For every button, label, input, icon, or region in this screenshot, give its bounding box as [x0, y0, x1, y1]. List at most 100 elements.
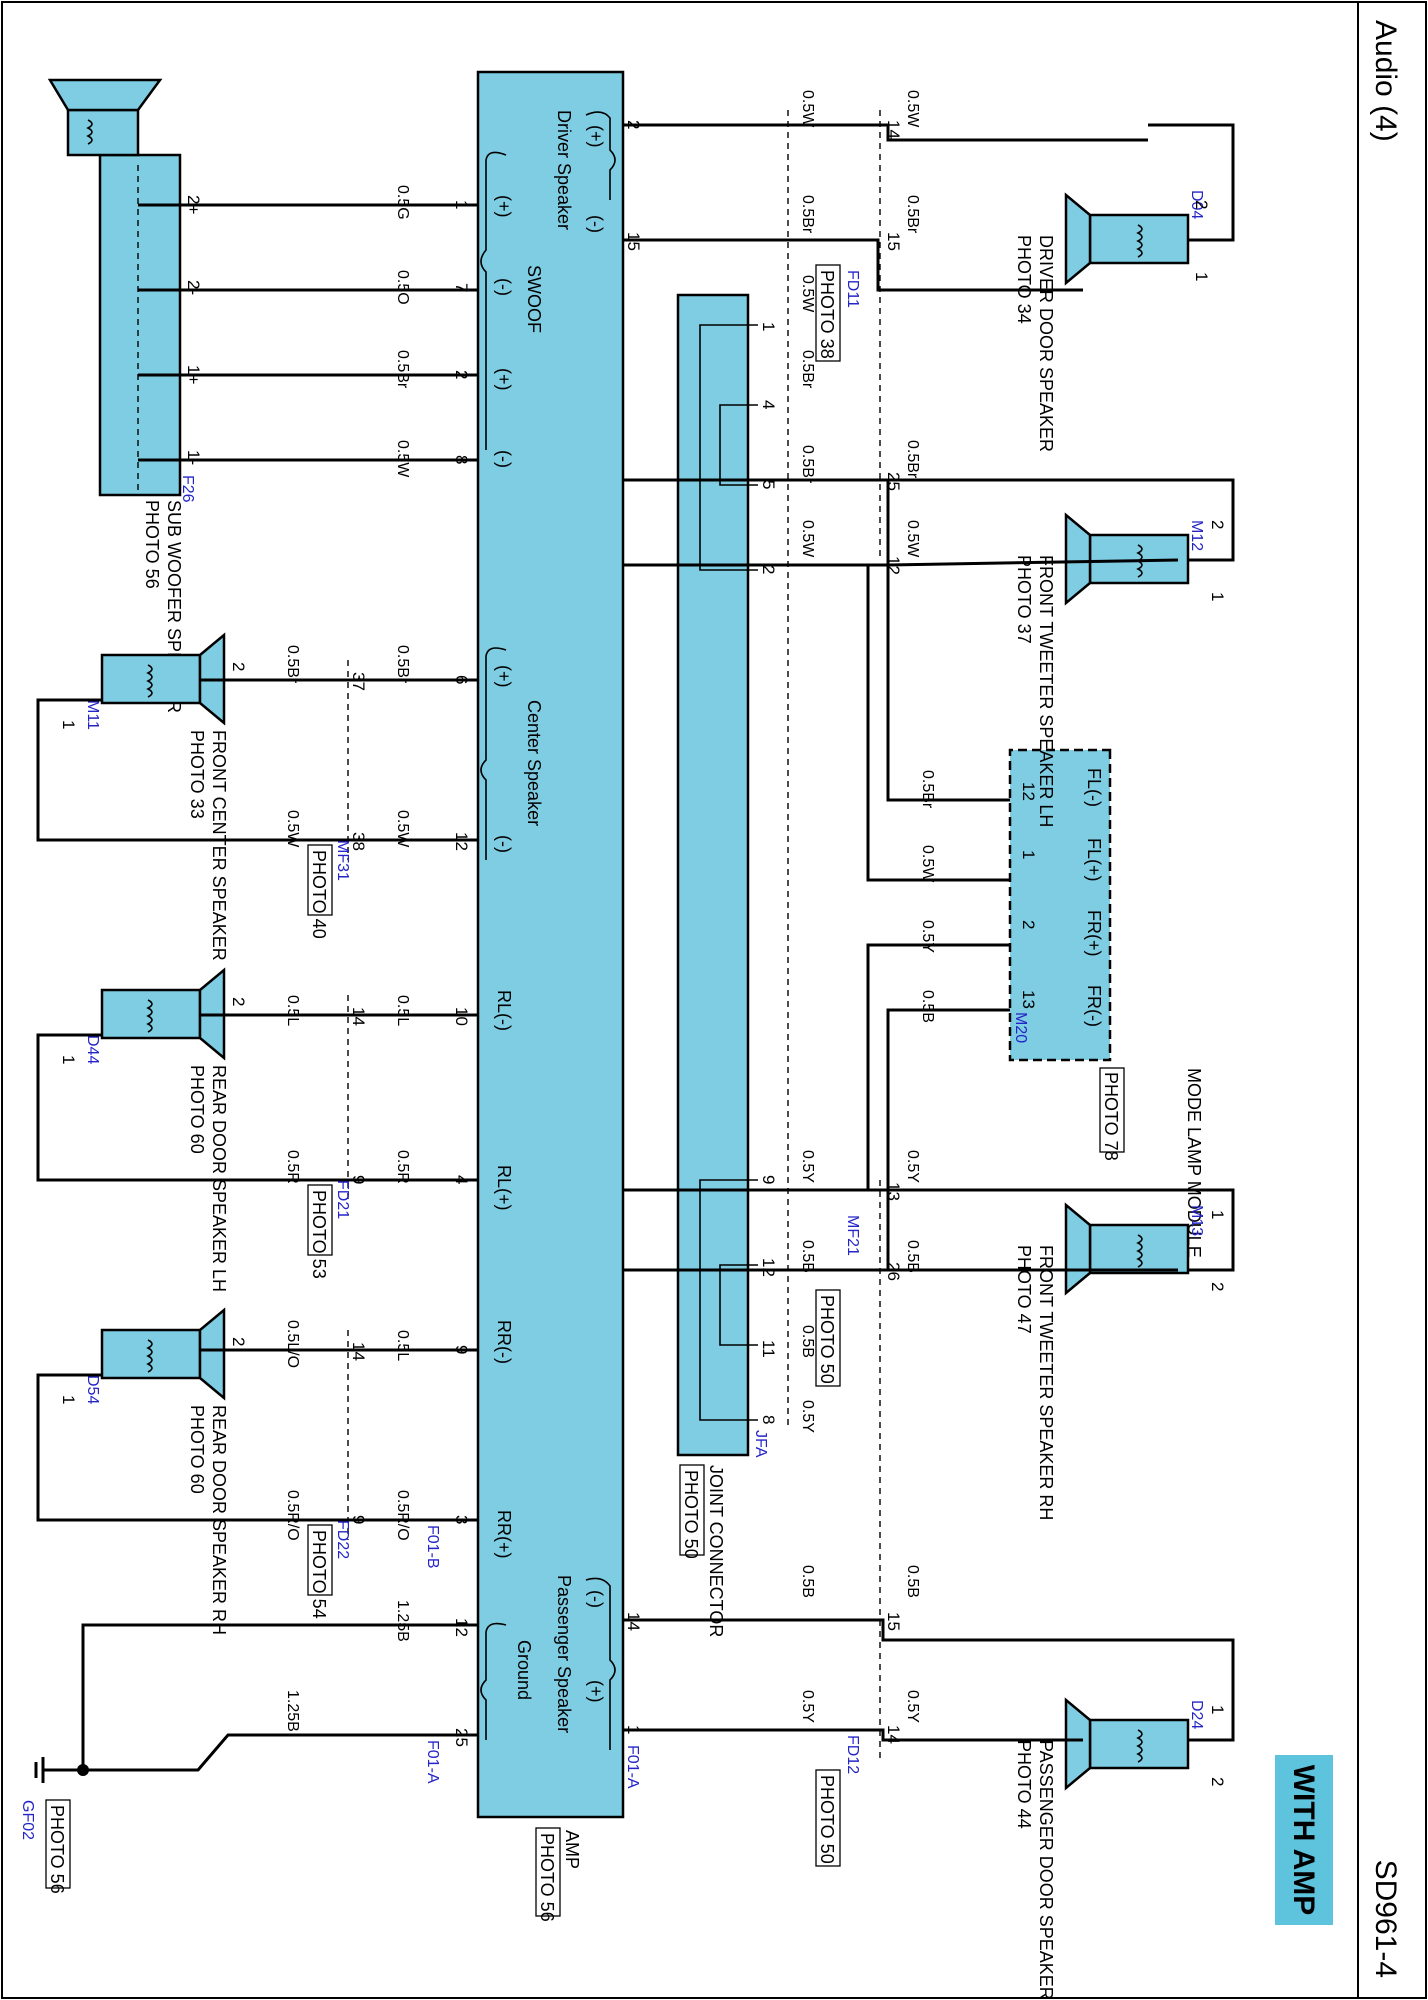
svg-text:PHOTO 60: PHOTO 60	[187, 1065, 207, 1154]
fd22-photo: PHOTO 54	[309, 1530, 329, 1619]
inline-pin: 26	[884, 1262, 903, 1281]
svg-text:D04: D04	[1188, 190, 1205, 219]
svg-text:PHOTO 37: PHOTO 37	[1014, 555, 1034, 644]
svg-text:PHOTO 56: PHOTO 56	[47, 1805, 67, 1894]
wire	[36, 698, 478, 842]
driver-door-speaker: DRIVER DOOR SPEAKER PHOTO 34 D04	[1014, 190, 1205, 452]
inline-pin: 9	[349, 1175, 368, 1184]
speaker-pin: 1	[59, 720, 78, 729]
svg-text:FRONT TWEETER SPEAKER RH: FRONT TWEETER SPEAKER RH	[1036, 1245, 1056, 1520]
wire-color: 0.5W	[799, 90, 816, 128]
mode-lamp-pin-label: FR(+)	[1084, 910, 1104, 957]
wire-color: 0.5W	[904, 90, 921, 128]
wire-color: 0.5Br	[799, 350, 816, 389]
joint-pin: 2	[759, 565, 778, 574]
amp-pin: 4	[452, 1175, 471, 1184]
wire-color: 0.5G	[394, 185, 411, 220]
speaker-pin: 2	[229, 997, 248, 1006]
inline-pin: 15	[884, 1612, 903, 1631]
svg-text:GF02: GF02	[19, 1800, 36, 1840]
wire-color: 0.5L	[284, 995, 301, 1026]
inline-pin: 13	[884, 1182, 903, 1201]
mf21-photo-box	[815, 1289, 841, 1387]
inline-pin: 15	[884, 232, 903, 251]
amp-pin: 12	[452, 1618, 471, 1637]
wire-color: 0.5B	[904, 1240, 921, 1273]
wire-color: 0.5B	[919, 990, 936, 1023]
wire-color: 0.5Br	[919, 770, 936, 809]
front-tweeter-speaker-rh: FRONT TWEETER SPEAKER RH PHOTO 47 M13	[1014, 1202, 1205, 1520]
wire	[623, 1618, 1138, 1642]
mode-lamp-pin: 13	[1019, 990, 1038, 1009]
svg-text:F26: F26	[179, 475, 196, 503]
wire	[1178, 478, 1235, 562]
wire-color: 0.5R/O	[284, 1490, 301, 1541]
amp-pin: 9	[452, 1345, 471, 1354]
wire-color: 0.5Br	[799, 195, 816, 234]
mode-lamp-name: MODE LAMP MODULE	[1184, 1068, 1204, 1258]
joint-pin: 8	[759, 1415, 778, 1424]
svg-text:PHOTO 44: PHOTO 44	[1014, 1740, 1034, 1829]
wire-color: 0.5W	[284, 810, 301, 848]
wire-color: 0.5Y	[799, 1690, 816, 1723]
svg-text:1-: 1-	[184, 450, 203, 465]
amp-connector: F01-A	[424, 1740, 441, 1784]
speaker-pin: 1	[1192, 272, 1211, 281]
inline-pin: 14	[349, 1342, 368, 1361]
wire-color: 0.5R	[284, 1150, 301, 1184]
wire	[1178, 1188, 1235, 1272]
wire-color: 0.5W	[799, 275, 816, 313]
amp-photo: PHOTO 56	[537, 1833, 557, 1922]
wire-color: 0.5Br	[904, 195, 921, 234]
joint-connector-box	[676, 293, 750, 1457]
fd12-photo-box	[815, 1769, 841, 1867]
inline-pin: 12	[884, 556, 903, 575]
wire-color: 0.5Br	[904, 440, 921, 479]
joint-photo: PHOTO 50	[681, 1470, 701, 1559]
wire-color: 1.25B	[284, 1690, 301, 1732]
wire	[36, 1033, 478, 1182]
fd21-photo: PHOTO 53	[309, 1190, 329, 1279]
speaker-pin: 2	[1208, 1282, 1227, 1291]
wire	[81, 1623, 478, 1770]
amp-pin: 3	[452, 1515, 471, 1524]
amp-pin-label: (+)	[494, 665, 514, 688]
mode-lamp-photo-box	[1099, 1067, 1125, 1153]
amp-group-brace	[585, 1577, 616, 1750]
svg-text:FRONT CENTER SPEAKER: FRONT CENTER SPEAKER	[209, 730, 229, 961]
connector-fd12: FD12	[844, 1735, 861, 1774]
mf21-photo: PHOTO 50	[817, 1295, 837, 1384]
connector-fd21: FD21	[334, 1180, 351, 1219]
amp-pin-label: RL(-)	[494, 990, 514, 1031]
svg-text:D44: D44	[84, 1035, 101, 1064]
joint-pin: 5	[759, 480, 778, 489]
joint-connector-code: JFA	[752, 1430, 769, 1458]
amp-pin: 25	[452, 1728, 471, 1747]
wire-color: 0.5L	[394, 995, 411, 1026]
mode-lamp-box	[1008, 748, 1112, 1062]
inline-pin: 14	[349, 1007, 368, 1026]
speaker-pin: 1	[1208, 1705, 1227, 1714]
speaker-pin: 2	[1192, 200, 1211, 209]
with-amp-badge	[1275, 1755, 1333, 1925]
svg-text:PHOTO 60: PHOTO 60	[187, 1405, 207, 1494]
speaker-pin: 1	[59, 1395, 78, 1404]
mode-lamp-photo: PHOTO 78	[1101, 1072, 1121, 1161]
amp-box	[476, 70, 625, 1819]
wire	[623, 1728, 1083, 1742]
joint-internal-link	[719, 1264, 758, 1346]
wire-color: 1.25B	[394, 1600, 411, 1642]
wire-color: 0.5Y	[904, 1690, 921, 1723]
speaker-pin: 1	[1208, 592, 1227, 601]
amp-connector: F01-A	[624, 1745, 641, 1789]
front-center-speaker: FRONT CENTER SPEAKER PHOTO 33 M11	[84, 632, 229, 961]
svg-text:PHOTO 34: PHOTO 34	[1014, 235, 1034, 324]
mode-lamp-connector: M20	[1012, 1012, 1029, 1043]
speaker-pin: 1	[1208, 1210, 1227, 1219]
wire-color: 0.5Y	[904, 1150, 921, 1183]
wire	[1148, 123, 1235, 242]
wire-color: 0.5Y	[799, 1150, 816, 1183]
amp-pin-label: RR(-)	[494, 1320, 514, 1364]
joint-pin: 1	[759, 322, 778, 331]
